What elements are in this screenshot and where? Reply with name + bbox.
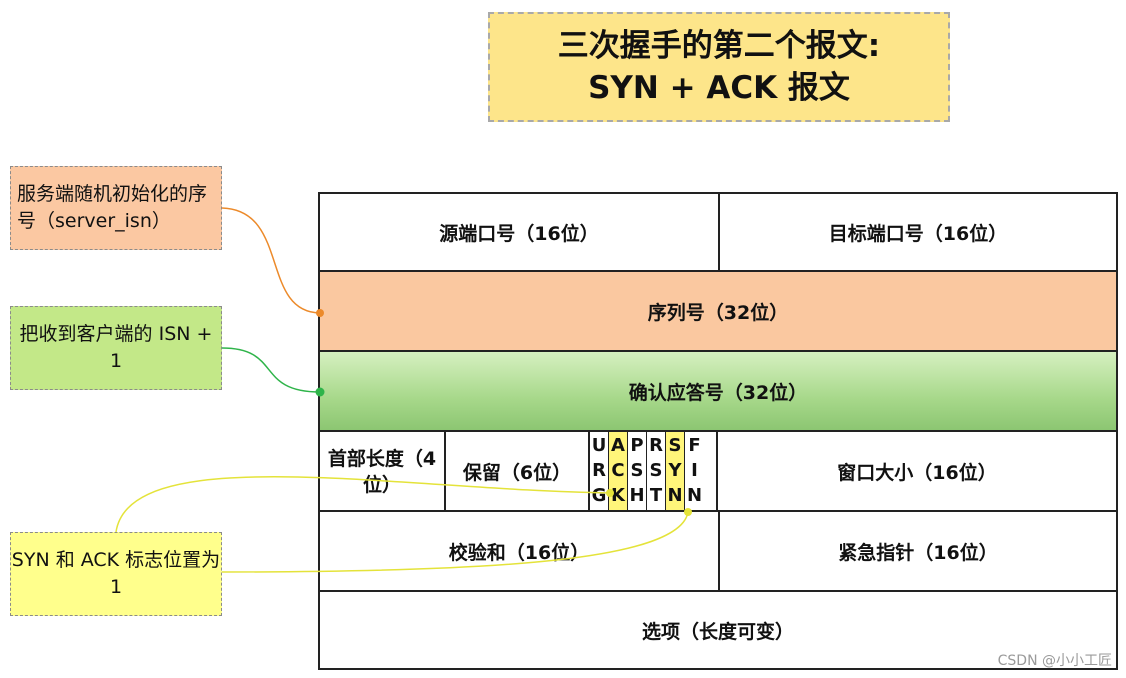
flag-letter: R bbox=[592, 459, 606, 481]
flag-letter: C bbox=[611, 459, 625, 481]
row-ports: 源端口号（16位） 目标端口号（16位） bbox=[318, 192, 1118, 272]
urgent-cell: 紧急指针（16位） bbox=[838, 541, 998, 564]
title-line-2: SYN + ACK 报文 bbox=[588, 70, 850, 106]
note-ack-num: 把收到客户端的 ISN + 1 bbox=[10, 306, 222, 390]
connector-seq bbox=[221, 207, 321, 314]
row-options: 选项（长度可变） bbox=[318, 592, 1118, 670]
flag-letter: N bbox=[667, 484, 683, 506]
flag-letter: S bbox=[649, 459, 663, 481]
title-line-1: 三次握手的第二个报文: bbox=[557, 28, 881, 64]
note-flags-text: SYN 和 ACK 标志位置为 1 bbox=[11, 549, 221, 598]
reserved-cell: 保留（6位） bbox=[446, 432, 590, 510]
note-ack-num-text: 把收到客户端的 ISN + 1 bbox=[19, 323, 213, 372]
flag-letter: Y bbox=[668, 459, 682, 481]
flag-letter: I bbox=[691, 459, 698, 481]
dst-port-cell: 目标端口号（16位） bbox=[828, 222, 1008, 245]
row-ack: 确认应答号（32位） bbox=[318, 352, 1118, 432]
src-port-cell: 源端口号（16位） bbox=[320, 194, 720, 270]
flag-letter: F bbox=[688, 435, 701, 457]
watermark: CSDN @小小工匠 bbox=[997, 653, 1112, 669]
note-server-isn: 服务端随机初始化的序号（server_isn） bbox=[10, 166, 222, 250]
options-cell: 选项（长度可变） bbox=[641, 620, 794, 643]
note-flags: SYN 和 ACK 标志位置为 1 bbox=[10, 532, 222, 616]
flag-letter: N bbox=[686, 484, 703, 506]
hdr-len-cell: 首部长度（4位） bbox=[320, 432, 446, 510]
flag-letter: S bbox=[630, 459, 644, 481]
connector-ack bbox=[221, 347, 321, 393]
ack-cell: 确认应答号（32位） bbox=[628, 381, 808, 404]
flag-letter: P bbox=[630, 435, 644, 457]
flag-letter: K bbox=[611, 484, 625, 506]
row-checksum: 校验和（16位） 紧急指针（16位） bbox=[318, 512, 1118, 592]
checksum-cell: 校验和（16位） bbox=[320, 512, 720, 590]
note-server-isn-text: 服务端随机初始化的序号（server_isn） bbox=[17, 183, 208, 232]
flag-letter: S bbox=[668, 435, 682, 457]
window-cell: 窗口大小（16位） bbox=[837, 461, 997, 484]
seq-cell: 序列号（32位） bbox=[647, 301, 789, 324]
flag-letter: T bbox=[649, 484, 663, 506]
flag-letter: H bbox=[629, 484, 645, 506]
flag-letter: A bbox=[611, 435, 625, 457]
tcp-header-diagram: 源端口号（16位） 目标端口号（16位） 序列号（32位） 确认应答号（32位）… bbox=[318, 192, 1118, 670]
flag-letter: G bbox=[591, 484, 607, 506]
flag-letter: R bbox=[649, 435, 663, 457]
title-box: 三次握手的第二个报文: SYN + ACK 报文 bbox=[488, 12, 950, 122]
flag-letter: U bbox=[591, 435, 607, 457]
row-seq: 序列号（32位） bbox=[318, 272, 1118, 352]
